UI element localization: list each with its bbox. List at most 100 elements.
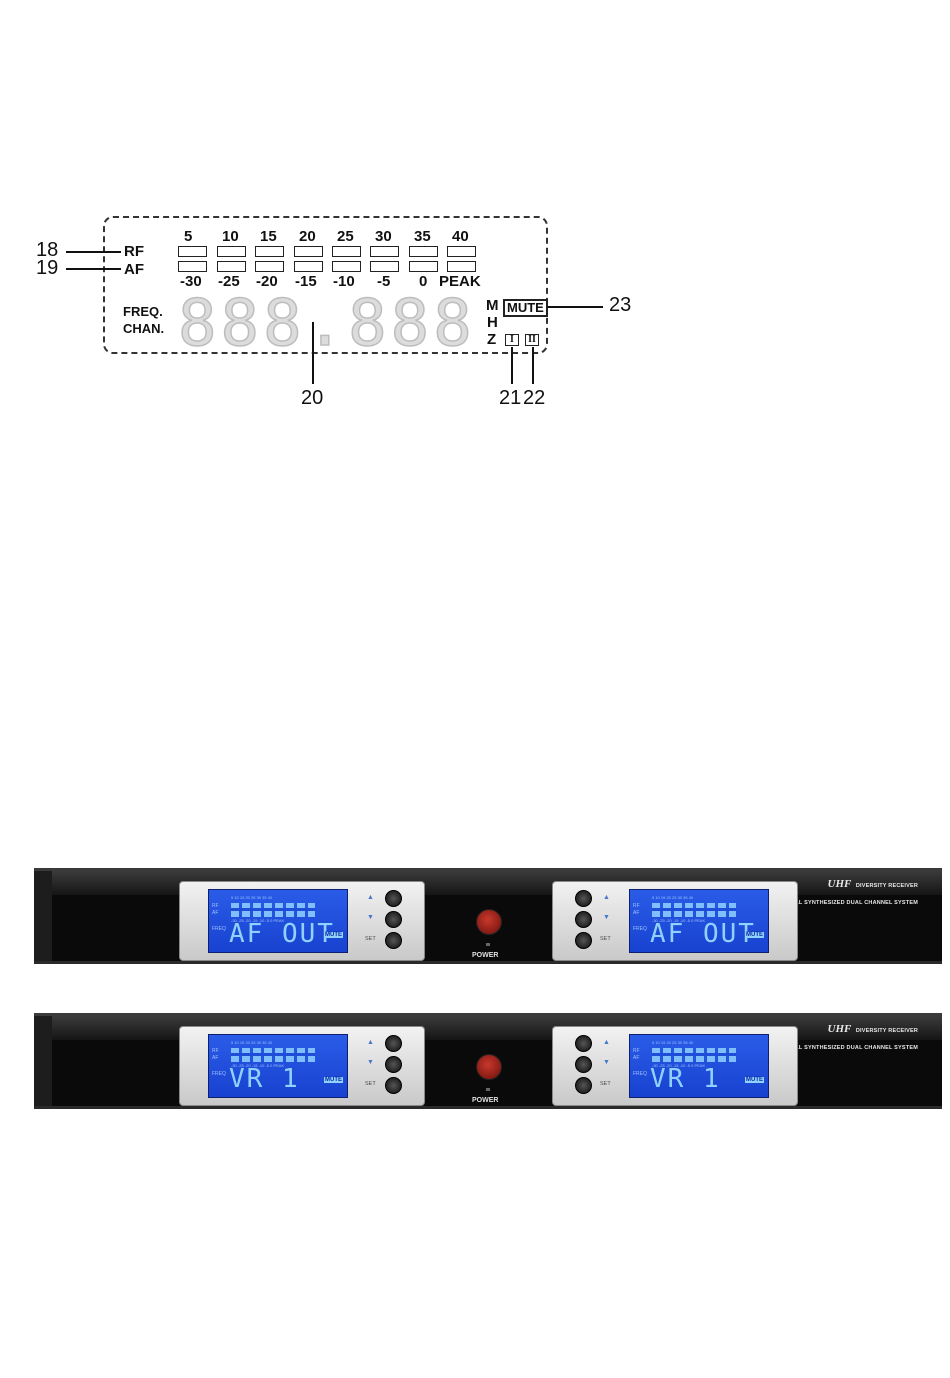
freq-label: FREQ. — [123, 304, 163, 319]
lcd-af-scale: -30 -25 -20 -15 -10 -5 0 PEAK — [231, 1063, 285, 1068]
brand-line2: PLL SYNTHESIZED DUAL CHANNEL SYSTEM — [791, 1044, 918, 1051]
up-arrow-icon: ▲ — [367, 894, 374, 901]
callout-20-leader — [312, 322, 314, 384]
chan-label: CHAN. — [123, 321, 165, 336]
channel-a-lcd: RF AF 5 10 15 20 25 30 35 40 -30 -25 -20… — [208, 1034, 348, 1098]
lcd-freq-label: FREQ — [212, 926, 226, 932]
power-label: POWER — [472, 952, 499, 959]
lcd-rf-label: RF — [633, 1048, 640, 1054]
channel-b-lcd: RF AF 5 10 15 20 25 30 35 40 -30 -25 -20… — [629, 1034, 769, 1098]
set-label: SET — [365, 1081, 376, 1087]
af-scale-label: PEAK — [439, 273, 481, 290]
power-led — [486, 1088, 490, 1091]
rf-segment — [255, 246, 284, 257]
lcd-rf-scale: 5 10 15 20 25 30 35 40 — [652, 895, 694, 900]
af-segment — [447, 261, 476, 272]
af-segment — [178, 261, 207, 272]
lcd-mute: MUTE — [324, 932, 343, 938]
af-scale-label: -20 — [256, 273, 278, 290]
lcd-rf-scale: 5 10 15 20 25 30 35 40 — [652, 1040, 694, 1045]
set-button[interactable] — [575, 1077, 592, 1094]
lcd-main-text: VR 1 — [650, 1064, 721, 1094]
lcd-diagram: 5 10 15 20 25 30 35 40 -30 -25 -20 -15 -… — [0, 0, 950, 420]
af-segment — [294, 261, 323, 272]
lcd-level-bars — [231, 1048, 315, 1062]
lcd-level-bars — [652, 1048, 736, 1062]
rf-segment — [217, 246, 246, 257]
lcd-freq-label: FREQ — [212, 1071, 226, 1077]
af-scale-label: -30 — [180, 273, 202, 290]
up-button[interactable] — [385, 890, 402, 907]
down-arrow-icon: ▼ — [603, 1059, 610, 1066]
af-scale-label: -5 — [377, 273, 391, 290]
lcd-af-label: AF — [212, 1055, 219, 1061]
set-label: SET — [600, 936, 611, 942]
lcd-rf-scale: 5 10 15 20 25 30 35 40 — [231, 895, 273, 900]
up-button[interactable] — [385, 1035, 402, 1052]
channel-a-lcd: RF AF 5 10 15 20 25 30 35 40 -30 -25 -20… — [208, 889, 348, 953]
callout-19: 19 — [36, 257, 59, 279]
lcd-main-text: AF OUT — [650, 919, 756, 949]
lcd-rf-label: RF — [212, 1048, 219, 1054]
rf-segment — [409, 246, 438, 257]
set-label: SET — [365, 936, 376, 942]
lcd-rf-label: RF — [633, 903, 640, 909]
af-label: AF — [124, 261, 144, 278]
up-arrow-icon: ▲ — [603, 894, 610, 901]
rf-segment — [178, 246, 207, 257]
frequency-digits: 888.888 — [177, 287, 476, 361]
rf-scale-label: 25 — [337, 228, 354, 245]
lcd-mute: MUTE — [324, 1077, 343, 1083]
af-segment — [255, 261, 284, 272]
channel-a-panel: RF AF 5 10 15 20 25 30 35 40 -30 -25 -20… — [179, 1026, 425, 1106]
callout-21-leader — [511, 347, 513, 384]
down-button[interactable] — [385, 1056, 402, 1073]
rf-segment — [294, 246, 323, 257]
lcd-freq-label: FREQ — [633, 1071, 647, 1077]
callout-19-leader — [66, 268, 121, 270]
set-button[interactable] — [385, 932, 402, 949]
down-arrow-icon: ▼ — [603, 914, 610, 921]
rf-segment — [447, 246, 476, 257]
af-segment — [409, 261, 438, 272]
power-button[interactable] — [476, 909, 502, 935]
set-label: SET — [600, 1081, 611, 1087]
down-button[interactable] — [575, 1056, 592, 1073]
unit-z: Z — [487, 331, 497, 348]
rack-ear — [34, 871, 52, 961]
up-button[interactable] — [575, 890, 592, 907]
rf-segment — [332, 246, 361, 257]
lcd-mute: MUTE — [745, 932, 764, 938]
af-segment — [332, 261, 361, 272]
rf-scale-label: 20 — [299, 228, 316, 245]
down-button[interactable] — [385, 911, 402, 928]
brand-line1: DIVERSITY RECEIVER — [855, 883, 918, 889]
callout-20: 20 — [301, 387, 324, 409]
lcd-rf-label: RF — [212, 903, 219, 909]
lcd-mute: MUTE — [745, 1077, 764, 1083]
power-button[interactable] — [476, 1054, 502, 1080]
down-button[interactable] — [575, 911, 592, 928]
lcd-main-text: AF OUT — [229, 919, 335, 949]
set-button[interactable] — [575, 932, 592, 949]
up-arrow-icon: ▲ — [367, 1039, 374, 1046]
receiver-unit-1: UHF DIVERSITY RECEIVER PLL SYNTHESIZED D… — [34, 868, 942, 964]
down-arrow-icon: ▼ — [367, 914, 374, 921]
brand-label: UHF DIVERSITY RECEIVER PLL SYNTHESIZED D… — [792, 875, 919, 909]
callout-23-leader — [547, 306, 603, 308]
lcd-rf-scale: 5 10 15 20 25 30 35 40 — [231, 1040, 273, 1045]
lcd-level-bars — [231, 903, 315, 917]
brand-uhf: UHF — [827, 1023, 852, 1035]
channel-b-lcd: RF AF 5 10 15 20 25 30 35 40 -30 -25 -20… — [629, 889, 769, 953]
callout-18: 18 — [36, 239, 59, 261]
brand-line1: DIVERSITY RECEIVER — [855, 1028, 918, 1034]
up-button[interactable] — [575, 1035, 592, 1052]
rf-scale-label: 5 — [184, 228, 193, 245]
af-scale-label: -25 — [218, 273, 240, 290]
lcd-af-scale: -30 -25 -20 -15 -10 -5 0 PEAK — [652, 918, 706, 923]
brand-line2: PLL SYNTHESIZED DUAL CHANNEL SYSTEM — [791, 899, 918, 906]
brand-label: UHF DIVERSITY RECEIVER PLL SYNTHESIZED D… — [792, 1020, 919, 1054]
set-button[interactable] — [385, 1077, 402, 1094]
lcd-af-label: AF — [633, 910, 640, 916]
callout-23: 23 — [609, 294, 632, 316]
